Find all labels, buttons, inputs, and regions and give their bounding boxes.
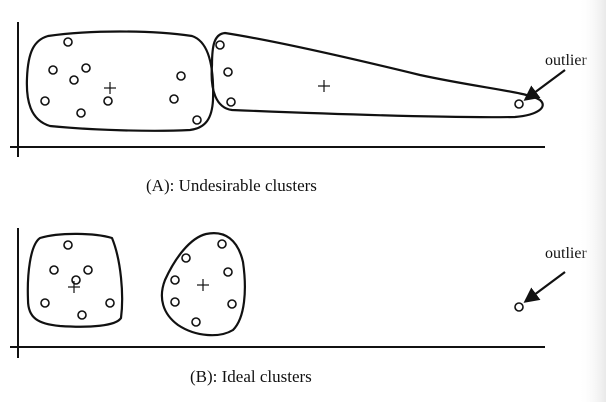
panel-b: outlier (B): Ideal clusters <box>10 228 587 386</box>
data-point <box>71 275 81 285</box>
data-point <box>77 310 87 320</box>
data-point <box>49 265 59 275</box>
data-point <box>81 63 91 73</box>
data-point <box>191 317 201 327</box>
panel-b-outlier-label: outlier <box>545 245 587 262</box>
data-point <box>226 97 236 107</box>
data-point <box>215 40 225 50</box>
centroid-marker <box>318 80 330 92</box>
data-point <box>63 37 73 47</box>
data-point <box>40 96 50 106</box>
panel-a: outlier (A): Undesirable clusters <box>10 22 587 195</box>
data-point <box>76 108 86 118</box>
data-point <box>69 75 79 85</box>
centroid-marker <box>104 82 116 94</box>
panel-b-cluster-right-boundary <box>160 232 246 337</box>
centroid-marker <box>197 279 209 291</box>
panel-b-outlier-arrow <box>523 271 566 303</box>
data-point <box>223 267 233 277</box>
data-point <box>40 298 50 308</box>
data-point <box>103 96 113 106</box>
data-point <box>192 115 202 125</box>
outlier-point <box>514 99 524 109</box>
data-point <box>223 67 233 77</box>
panel-b-caption: (B): Ideal clusters <box>190 367 312 386</box>
centroid-marker <box>68 281 80 293</box>
panel-b-cluster-left-boundary <box>26 232 124 328</box>
data-point <box>227 299 237 309</box>
panel-b-centroids <box>68 279 209 293</box>
data-point <box>169 94 179 104</box>
panel-a-centroids <box>104 80 330 94</box>
panel-a-axes <box>10 22 545 157</box>
panel-b-axes <box>10 228 545 358</box>
data-point <box>170 297 180 307</box>
data-point <box>170 275 180 285</box>
outlier-point <box>514 302 524 312</box>
data-point <box>217 239 227 249</box>
data-point <box>63 240 73 250</box>
panel-a-points <box>40 37 524 125</box>
data-point <box>176 71 186 81</box>
data-point <box>83 265 93 275</box>
data-point <box>48 65 58 75</box>
data-point <box>105 298 115 308</box>
panel-a-cluster-left-boundary <box>25 30 215 132</box>
panel-a-outlier-arrow <box>523 69 566 101</box>
panel-a-cluster-right-boundary <box>210 31 544 119</box>
panel-a-outlier-label: outlier <box>545 52 587 69</box>
panel-b-points <box>40 239 524 327</box>
right-edge-fade <box>578 0 606 402</box>
panel-a-caption: (A): Undesirable clusters <box>146 176 317 195</box>
data-point <box>181 253 191 263</box>
